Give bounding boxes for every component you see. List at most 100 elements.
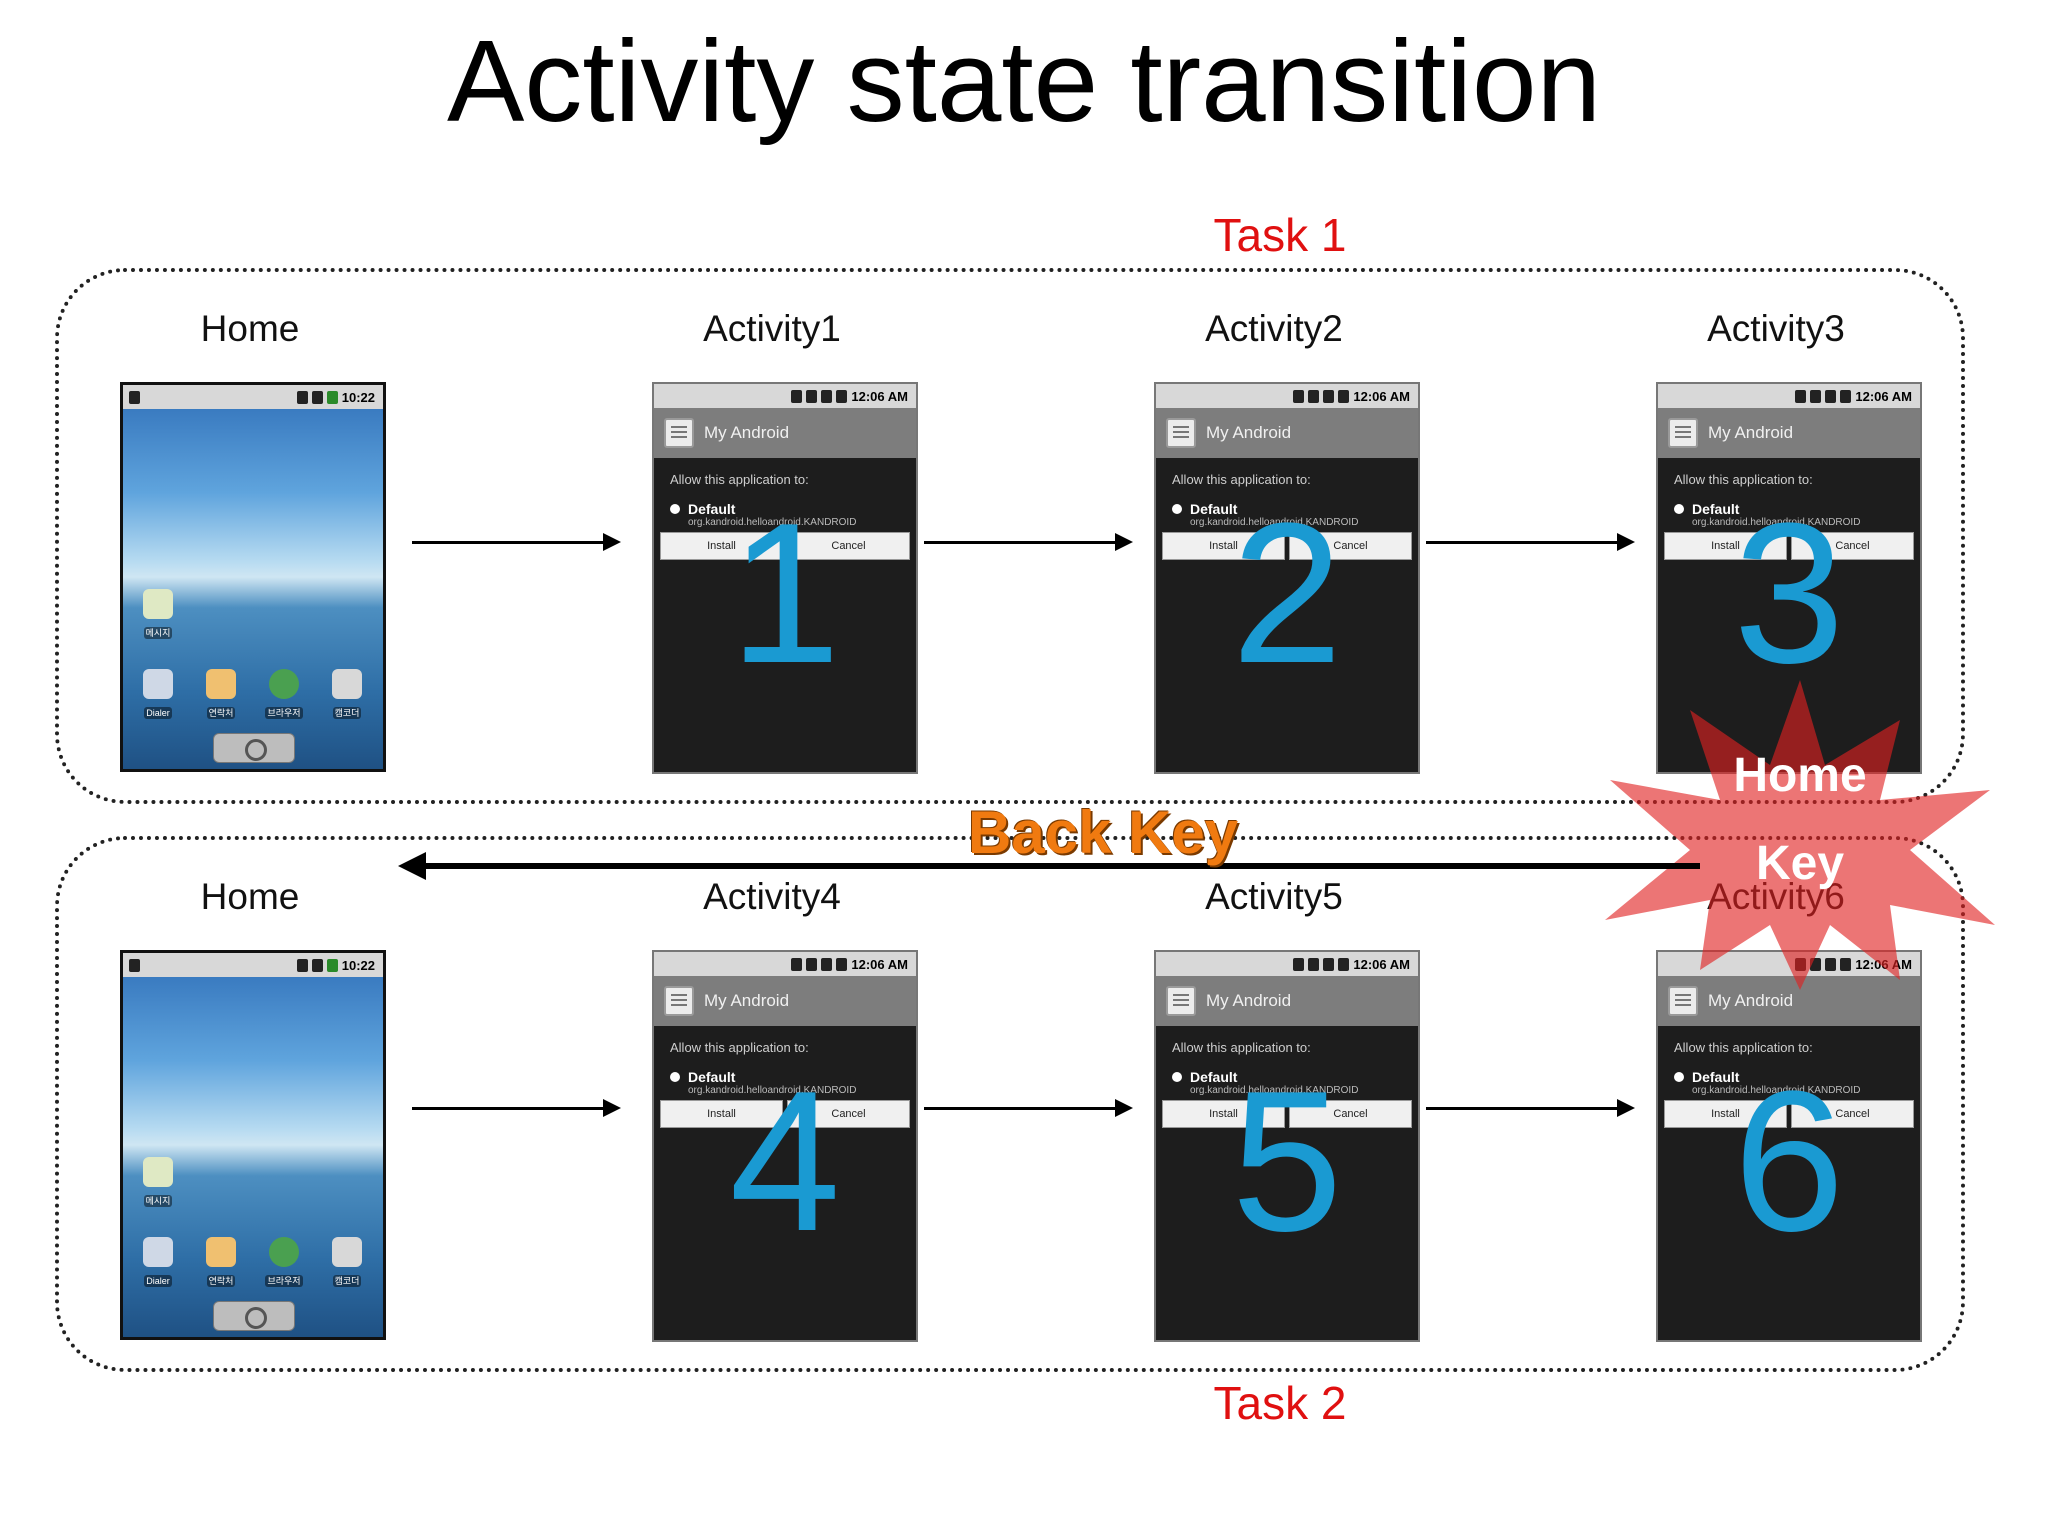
battery-icon	[1840, 957, 1852, 971]
clock: 10:22	[341, 957, 375, 973]
app-messages: 메시지	[135, 1157, 181, 1209]
cancel-button[interactable]: Cancel	[1791, 532, 1914, 560]
network-icon	[806, 389, 818, 403]
app-header: My Android	[1156, 408, 1418, 458]
arrow-home-to-activity4	[412, 1099, 621, 1117]
option-subtitle: org.kandroid.helloandroid.KANDROID	[1692, 1085, 1861, 1096]
step-number: 1	[729, 482, 841, 705]
signal-icon	[311, 958, 323, 972]
app-title: My Android	[1708, 423, 1794, 442]
allow-text: Allow this application to:	[1674, 1040, 1813, 1055]
status-bar: 10:22	[123, 953, 383, 977]
home-key-burst	[1605, 680, 1995, 990]
arrow-activity4-to-activity5	[924, 1099, 1133, 1117]
network-icon	[296, 390, 308, 404]
status-bar: 12:06 AM	[1156, 384, 1418, 408]
app-camcorder: 캠코더	[324, 669, 370, 721]
package-icon	[1668, 986, 1698, 1016]
home-key-label-1: Home	[1733, 749, 1867, 802]
option-title: Default	[1692, 1069, 1740, 1085]
app-header: My Android	[1658, 408, 1920, 458]
home-screen-1: 10:22 메시지 Dialer 연락처 브라우저 캠코더	[120, 382, 386, 772]
option-subtitle: org.kandroid.helloandroid.KANDROID	[1692, 517, 1861, 528]
arrow-home-to-activity1	[412, 533, 621, 551]
install-button[interactable]: Install	[660, 1100, 783, 1128]
back-key-arrow	[398, 852, 1700, 880]
bluetooth-icon	[791, 389, 803, 403]
step-number: 2	[1231, 482, 1343, 705]
messages-icon	[143, 1157, 173, 1187]
label-activity3: Activity3	[1707, 308, 1845, 349]
option-subtitle: org.kandroid.helloandroid.KANDROID	[1190, 517, 1359, 528]
browser-globe-icon	[269, 1237, 299, 1267]
cancel-button[interactable]: Cancel	[1791, 1100, 1914, 1128]
task1-box	[55, 268, 1965, 804]
cancel-button[interactable]: Cancel	[1289, 532, 1412, 560]
battery-icon	[1840, 389, 1852, 403]
status-bar: 10:22	[123, 385, 383, 409]
status-bar: 12:06 AM	[654, 384, 916, 408]
install-button[interactable]: Install	[1664, 532, 1787, 560]
browser-globe-icon	[269, 669, 299, 699]
radio-icon	[670, 1072, 680, 1082]
option-subtitle: org.kandroid.helloandroid.KANDROID	[1190, 1085, 1359, 1096]
app-drawer-handle	[213, 1301, 295, 1331]
signal-icon	[1825, 389, 1837, 403]
network-icon	[296, 958, 308, 972]
camcorder-icon	[332, 669, 362, 699]
app-title: My Android	[704, 991, 790, 1010]
app-messages: 메시지	[135, 589, 181, 641]
radio-icon	[1172, 504, 1182, 514]
step-number: 6	[1733, 1050, 1845, 1273]
status-bar: 12:06 AM	[654, 952, 916, 976]
cancel-button[interactable]: Cancel	[787, 532, 910, 560]
arrow-activity5-to-activity6	[1426, 1099, 1635, 1117]
network-icon	[806, 957, 818, 971]
bluetooth-icon	[1293, 389, 1305, 403]
clock: 12:06 AM	[851, 956, 908, 972]
bluetooth-icon	[1795, 389, 1807, 403]
network-icon	[1308, 957, 1320, 971]
cancel-button[interactable]: Cancel	[787, 1100, 910, 1128]
label-activity5: Activity5	[1205, 876, 1343, 917]
contacts-icon	[206, 669, 236, 699]
app-browser: 브라우저	[261, 669, 307, 721]
notification-icon	[129, 958, 140, 972]
network-icon	[1810, 389, 1822, 403]
network-icon	[1308, 389, 1320, 403]
label-home-2: Home	[200, 876, 300, 917]
battery-icon	[326, 958, 338, 972]
task2-label: Task 2	[1213, 1377, 1347, 1429]
install-button[interactable]: Install	[1162, 532, 1285, 560]
package-icon	[1166, 986, 1196, 1016]
install-button[interactable]: Install	[660, 532, 783, 560]
task1-label: Task 1	[1213, 209, 1347, 261]
arrow-activity1-to-activity2	[924, 533, 1133, 551]
contacts-icon	[206, 1237, 236, 1267]
dialer-icon	[143, 669, 173, 699]
label-activity2: Activity2	[1205, 308, 1343, 349]
radio-icon	[1674, 1072, 1684, 1082]
app-contacts: 연락처	[198, 1237, 244, 1289]
messages-icon	[143, 589, 173, 619]
app-header: My Android	[654, 408, 916, 458]
signal-icon	[1323, 957, 1335, 971]
signal-icon	[1825, 957, 1837, 971]
install-button[interactable]: Install	[1664, 1100, 1787, 1128]
arrow-activity2-to-activity3	[1426, 533, 1635, 551]
app-camcorder: 캠코더	[324, 1237, 370, 1289]
app-contacts: 연락처	[198, 669, 244, 721]
step-number: 3	[1733, 482, 1845, 705]
install-button[interactable]: Install	[1162, 1100, 1285, 1128]
radio-icon	[1172, 1072, 1182, 1082]
cancel-button[interactable]: Cancel	[1289, 1100, 1412, 1128]
option-title: Default	[1190, 1069, 1238, 1085]
